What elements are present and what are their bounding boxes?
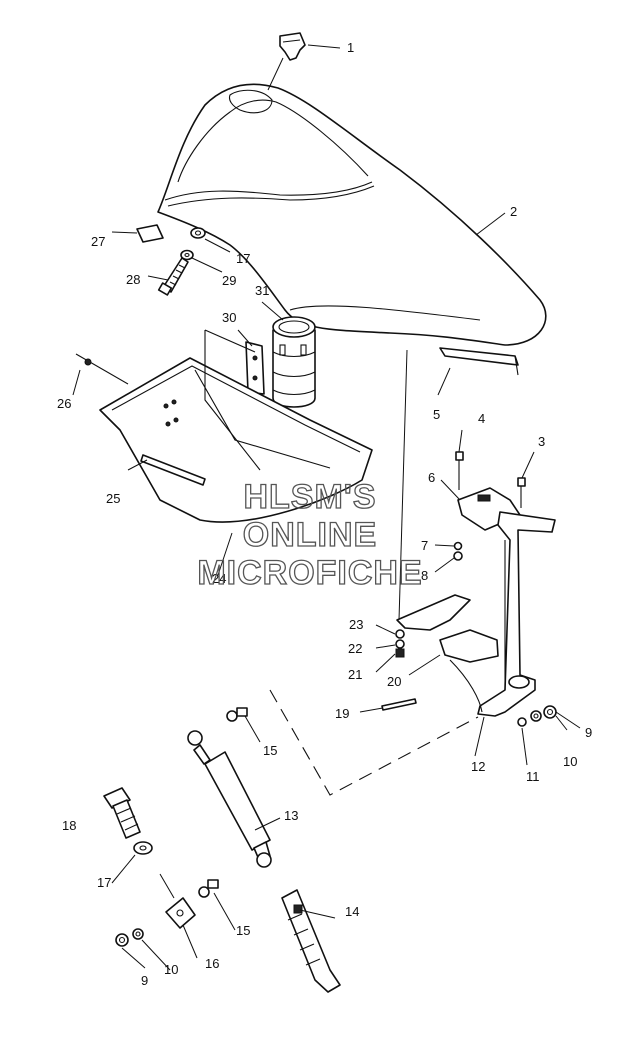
part-9-nut bbox=[543, 705, 557, 719]
part-12-lever bbox=[477, 511, 556, 717]
callout-27: 27 bbox=[91, 234, 105, 249]
part-15-ball-stud-lower bbox=[198, 879, 219, 898]
callout-12: 12 bbox=[471, 759, 485, 774]
watermark: HLSM'S ONLINE MICROFICHE bbox=[197, 477, 423, 592]
part-3-bolt bbox=[517, 477, 526, 508]
callout-10-right: 10 bbox=[563, 754, 577, 769]
part-21-nut bbox=[395, 648, 405, 658]
part-24-tray bbox=[99, 329, 373, 523]
callout-16: 16 bbox=[205, 956, 219, 971]
part-27-pad bbox=[136, 224, 164, 243]
callout-8: 8 bbox=[421, 568, 428, 583]
callout-28: 28 bbox=[126, 272, 140, 287]
part-1-clip bbox=[279, 32, 306, 61]
part-11-clip bbox=[517, 717, 527, 727]
callout-26: 26 bbox=[57, 396, 71, 411]
part-17-washer-lower bbox=[133, 841, 153, 855]
part-15-ball-stud-upper bbox=[226, 707, 248, 722]
part-2-hood bbox=[157, 83, 547, 346]
part-7-washer bbox=[453, 541, 463, 551]
callout-20: 20 bbox=[387, 674, 401, 689]
part-14-grip bbox=[281, 889, 341, 993]
part-17-washer bbox=[190, 227, 206, 239]
part-22-washer bbox=[395, 639, 405, 649]
part-13-strut bbox=[187, 730, 272, 868]
part-19-pin bbox=[381, 698, 417, 711]
part-28-bolt bbox=[157, 257, 189, 296]
part-16-bracket bbox=[165, 897, 196, 929]
callout-23: 23 bbox=[349, 617, 363, 632]
callout-24: 24 bbox=[212, 571, 226, 586]
callout-7: 7 bbox=[421, 538, 428, 553]
part-4-bolt bbox=[455, 451, 464, 490]
callout-31: 31 bbox=[255, 283, 269, 298]
callout-5: 5 bbox=[433, 407, 440, 422]
callout-19: 19 bbox=[335, 706, 349, 721]
callout-6: 6 bbox=[428, 470, 435, 485]
callout-18: 18 bbox=[62, 818, 76, 833]
callout-9-left: 9 bbox=[141, 973, 148, 988]
callout-17-upper: 17 bbox=[236, 251, 250, 266]
leader-lines bbox=[72, 44, 581, 971]
part-31-canister bbox=[272, 316, 316, 408]
callout-labels: 1 2 3 4 5 6 7 8 9 9 10 10 11 12 13 14 15… bbox=[57, 40, 592, 988]
watermark-line-2: ONLINE bbox=[243, 516, 377, 554]
part-30-bracket bbox=[245, 341, 265, 395]
part-23-washer bbox=[395, 629, 405, 639]
callout-15-lower: 15 bbox=[236, 923, 250, 938]
callout-4: 4 bbox=[478, 411, 485, 426]
watermark-line-1: HLSM'S bbox=[243, 478, 376, 516]
callout-15-upper: 15 bbox=[263, 743, 277, 758]
reference-line bbox=[398, 349, 408, 621]
callout-17-lower: 17 bbox=[97, 875, 111, 890]
watermark-line-3: MICROFICHE bbox=[197, 554, 422, 592]
callout-13: 13 bbox=[284, 808, 298, 823]
part-8-nut bbox=[453, 551, 463, 561]
part-20-pedal bbox=[396, 594, 499, 713]
callout-30: 30 bbox=[222, 310, 236, 325]
callout-9-right: 9 bbox=[585, 725, 592, 740]
callout-25: 25 bbox=[106, 491, 120, 506]
callout-22: 22 bbox=[348, 641, 362, 656]
part-29-grommet bbox=[180, 249, 194, 261]
part-26-pin bbox=[75, 353, 129, 385]
callout-29: 29 bbox=[222, 273, 236, 288]
callout-11: 11 bbox=[526, 769, 540, 784]
part-18-bolt bbox=[103, 787, 141, 839]
part-9-nut-lower bbox=[115, 933, 129, 947]
part-10-washer bbox=[530, 710, 542, 722]
callout-3: 3 bbox=[538, 434, 545, 449]
linkage-path bbox=[269, 689, 479, 796]
callout-21: 21 bbox=[348, 667, 362, 682]
part-5-strip bbox=[439, 347, 519, 376]
part-25-strip bbox=[140, 454, 206, 486]
part-10-washer-lower bbox=[132, 928, 144, 940]
callout-2: 2 bbox=[510, 204, 517, 219]
callout-10-left: 10 bbox=[164, 962, 178, 977]
callout-1: 1 bbox=[347, 40, 354, 55]
callout-14: 14 bbox=[345, 904, 359, 919]
